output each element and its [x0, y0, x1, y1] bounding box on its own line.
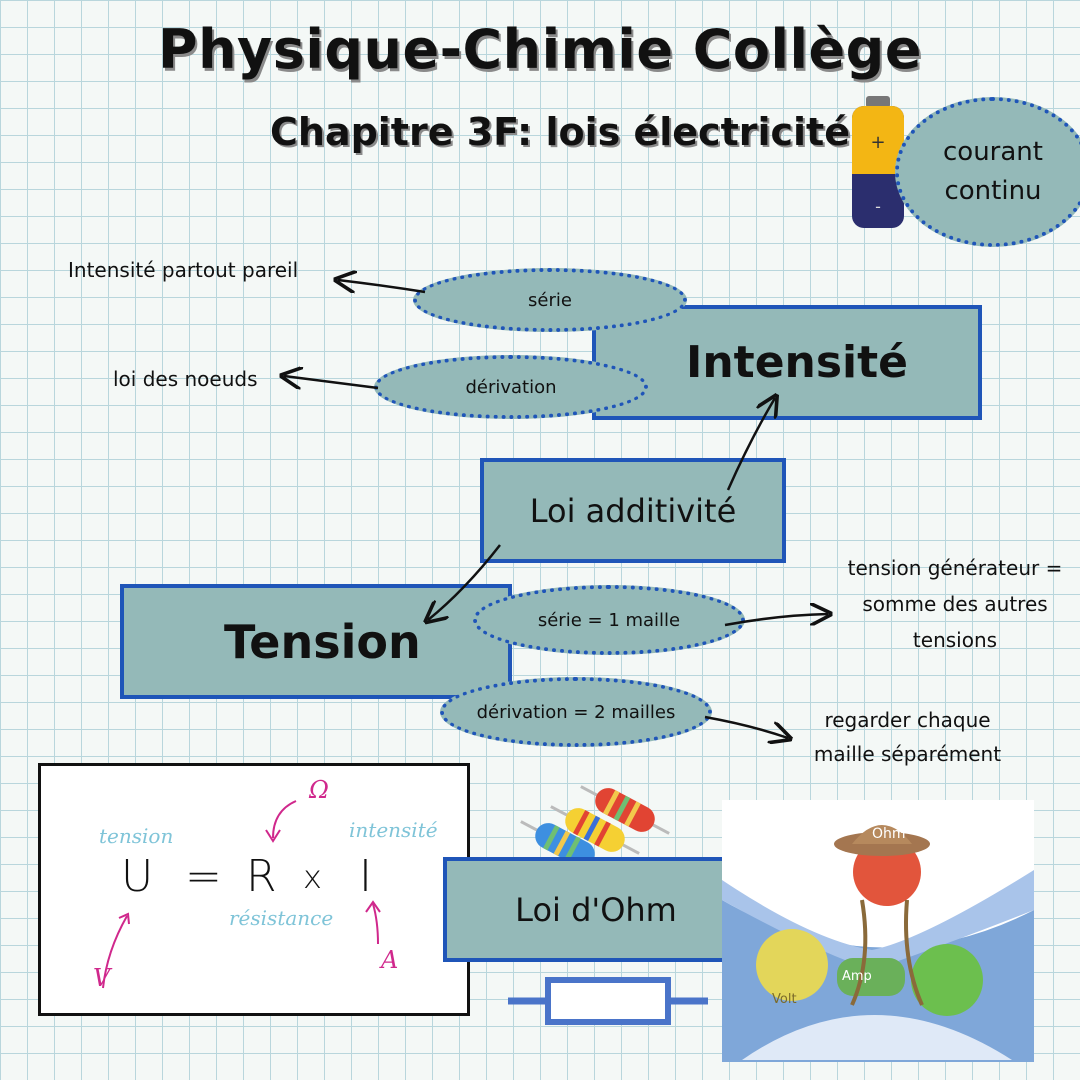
- unit-ampere: A: [381, 946, 399, 974]
- note-tension-serie-line2: somme des autres: [862, 592, 1048, 616]
- formula-word-tension: tension: [99, 824, 174, 848]
- formula-times: x: [303, 858, 322, 896]
- tension-label: Tension: [224, 614, 421, 669]
- formula-I: I: [359, 851, 372, 902]
- loi-ohm-label: Loi d'Ohm: [515, 890, 677, 929]
- note-intensite-serie: Intensité partout pareil: [68, 258, 299, 282]
- formula-word-resistance: résistance: [229, 906, 334, 930]
- intensite-derivation-ellipse: dérivation: [374, 355, 648, 419]
- ohm-formula-panel: tension intensité résistance U = R x I Ω…: [38, 763, 470, 1016]
- note-tension-serie: tension générateur = somme des autres te…: [835, 550, 1075, 658]
- page-title: Physique-Chimie Collège: [158, 18, 922, 81]
- resistors-icon: [520, 785, 670, 870]
- note-tension-derivation-line2: maille séparément: [813, 742, 1002, 766]
- badge-line1: courant: [943, 137, 1043, 167]
- cartoon-drawing: Ohm Amp Volt: [722, 825, 1034, 1062]
- intensite-serie-ellipse: série: [413, 268, 687, 332]
- ohm-law-cartoon: Ohm Amp Volt: [722, 800, 1034, 1062]
- loi-ohm-box: Loi d'Ohm: [443, 857, 749, 962]
- unit-ohm: Ω: [309, 776, 329, 804]
- arrow-serie-to-note: [338, 280, 426, 292]
- arrow-tension-derivation-to-note: [704, 715, 788, 738]
- intensite-box: Intensité: [592, 305, 982, 420]
- cartoon-ohm-label: Ohm: [872, 826, 906, 842]
- formula-R: R: [246, 851, 277, 902]
- additivite-box: Loi additivité: [480, 458, 786, 563]
- tension-serie-ellipse: série = 1 maille: [473, 585, 745, 655]
- battery-plus-label: +: [870, 132, 885, 153]
- cartoon-amp-label: Amp: [842, 969, 872, 984]
- battery-minus-label: -: [875, 197, 881, 216]
- intensite-derivation-label: dérivation: [465, 376, 557, 398]
- battery-icon: + -: [852, 96, 904, 228]
- additivite-label: Loi additivité: [529, 491, 737, 530]
- tension-derivation-ellipse: dérivation = 2 mailles: [440, 677, 712, 747]
- direct-current-badge: courant continu: [895, 97, 1080, 247]
- arrow-derivation-to-note: [284, 376, 379, 388]
- tension-box: Tension: [120, 584, 512, 699]
- note-tension-derivation-line1: regarder chaque: [824, 708, 991, 732]
- tension-derivation-label: dérivation = 2 mailles: [476, 701, 676, 723]
- note-tension-serie-line3: tensions: [912, 628, 998, 652]
- note-tension-derivation: regarder chaque maille séparément: [800, 703, 1015, 771]
- formula-U: U: [121, 851, 154, 902]
- formula-equals: =: [185, 851, 222, 902]
- badge-line2: continu: [944, 176, 1042, 206]
- formula-pink-arrows: [102, 800, 381, 989]
- resistor-symbol: [508, 977, 708, 1025]
- note-tension-serie-line1: tension générateur =: [847, 556, 1063, 580]
- intensite-serie-label: série: [528, 289, 572, 311]
- chapter-subtitle: Chapitre 3F: lois électricité: [270, 110, 850, 154]
- tension-serie-label: série = 1 maille: [537, 609, 681, 631]
- intensite-label: Intensité: [685, 337, 909, 388]
- cartoon-volt-label: Volt: [772, 992, 797, 1007]
- formula-word-intensite: intensité: [349, 818, 438, 842]
- note-intensite-derivation: loi des noeuds: [113, 367, 258, 391]
